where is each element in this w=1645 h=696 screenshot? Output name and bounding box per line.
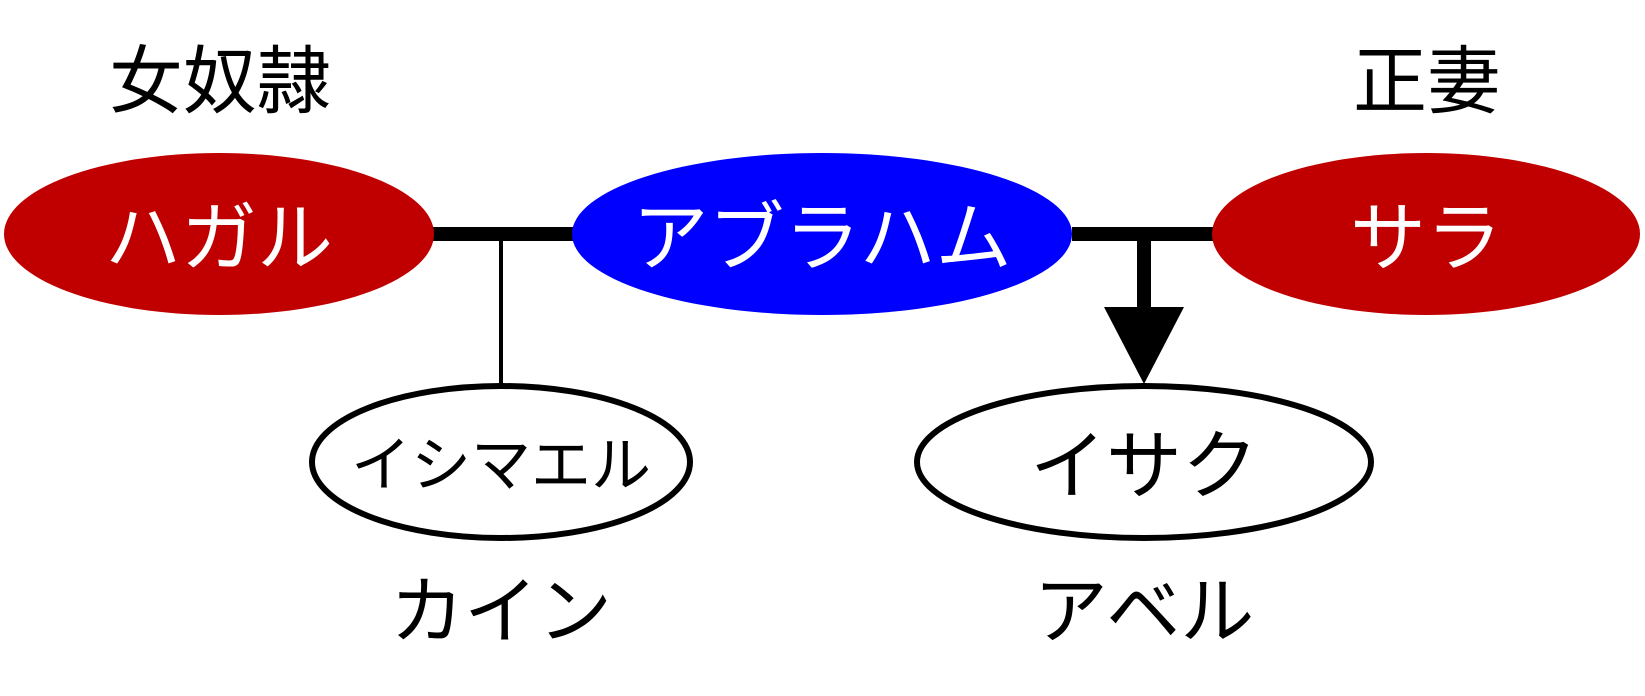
isaac-name: イサク [1030,422,1258,511]
sarah-node [1212,153,1640,315]
ishmael-name: イシマエル [351,431,651,501]
concubine-role-label: 女奴隷 [109,39,331,125]
abraham-node [572,153,1072,315]
hagar-name: ハガル [105,194,333,283]
cain-label: カイン [390,569,612,655]
wife-role-label: 正妻 [1353,39,1501,125]
sarah-name: サラ [1350,194,1502,283]
hagar-node [4,153,434,315]
abraham-name: アブラハム [632,194,1011,283]
isaac-node [914,383,1374,541]
ishmael-node [309,383,693,541]
isaac-arrow-head [1104,307,1184,384]
abel-label: アベル [1034,569,1255,655]
